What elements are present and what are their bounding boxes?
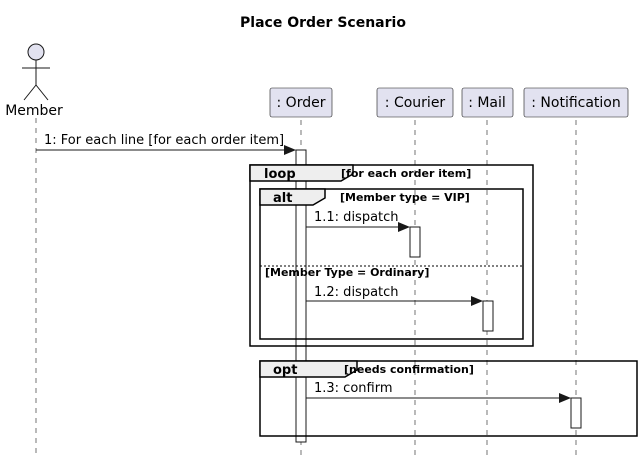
activation-order: [295, 149, 307, 443]
participant-courier: : Courier: [376, 87, 454, 118]
message-label: 1.2: dispatch: [314, 285, 399, 300]
arrow-head-icon: [559, 393, 571, 403]
participant-label: : Mail: [468, 95, 506, 111]
opt-fragment: opt [needs confirmation]: [259, 360, 638, 437]
arrow-head-icon: [284, 145, 296, 155]
stick-figure-actor-icon: [22, 43, 50, 101]
member-actor: Member: [5, 43, 63, 119]
message-1: 1: For each line [for each order item]: [36, 133, 296, 155]
participant-label: : Order: [277, 95, 326, 111]
activation-mail: [482, 300, 494, 332]
actor-label: Member: [5, 103, 63, 119]
arrow-head-icon: [471, 296, 483, 306]
fragment-keyword: alt: [273, 191, 292, 206]
alt-fragment: alt [Member type = VIP] [Member Type = O…: [259, 188, 524, 340]
message-1-1: 1.1: dispatch: [306, 210, 410, 232]
diagram-title: Place Order Scenario: [240, 15, 406, 31]
participant-label: : Notification: [531, 95, 621, 111]
message-label: 1.1: dispatch: [314, 210, 399, 225]
participant-mail: : Mail: [461, 87, 514, 118]
activation-courier: [409, 226, 421, 258]
message-label: 1.3: confirm: [314, 381, 393, 396]
fragment-keyword: loop: [264, 167, 296, 182]
activation-notification: [570, 397, 582, 429]
loop-fragment: loop [for each order item]: [249, 164, 534, 347]
fragment-keyword: opt: [273, 363, 297, 378]
message-label: 1: For each line [for each order item]: [44, 133, 284, 148]
participant-label: : Courier: [385, 95, 446, 111]
participant-order: : Order: [269, 87, 333, 118]
fragment-condition: [for each order item]: [341, 167, 471, 180]
message-1-3: 1.3: confirm: [306, 381, 571, 403]
fragment-else-condition: [Member Type = Ordinary]: [265, 266, 429, 279]
arrow-head-icon: [398, 222, 410, 232]
fragment-condition: [Member type = VIP]: [340, 191, 470, 204]
participant-notification: : Notification: [523, 87, 629, 118]
message-1-2: 1.2: dispatch: [306, 285, 483, 306]
fragment-condition: [needs confirmation]: [344, 363, 474, 376]
